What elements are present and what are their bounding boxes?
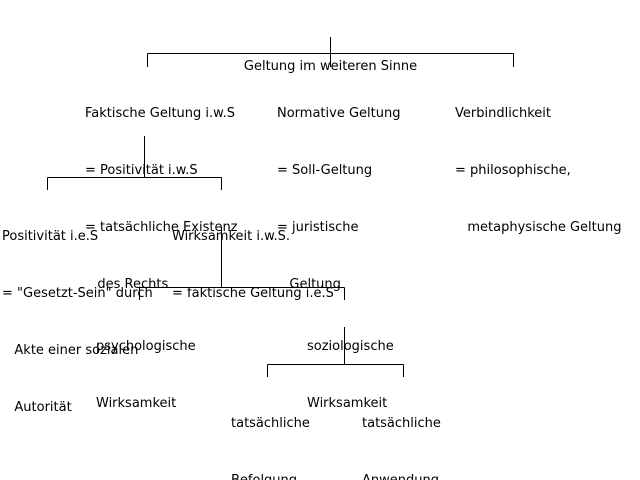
node-line: Wirksamkeit	[96, 396, 177, 411]
node-line: Geltung	[277, 277, 341, 292]
node-faktische-geltung: Faktische Geltung i.w.S = Positivität i.…	[85, 66, 238, 332]
node-line: Geltung im weiteren Sinne	[243, 59, 418, 74]
node-line: Faktische Geltung i.w.S	[85, 106, 235, 121]
node-line: Befolgung	[231, 471, 310, 480]
node-line: = juristische	[277, 220, 359, 235]
node-verbindlichkeit: Verbindlichkeit = philosophische, metaph…	[455, 66, 622, 275]
node-line: = Positivität i.w.S	[85, 163, 198, 178]
node-geltung-im-weiteren-sinne: Geltung im weiteren Sinne	[198, 19, 463, 114]
node-line: soziologische	[307, 339, 394, 354]
node-line: = Soll-Geltung	[277, 163, 373, 178]
node-line: Wirksamkeit	[307, 396, 388, 411]
node-psychologische-wirksamkeit: psychologische Wirksamkeit	[96, 299, 196, 451]
node-line: Verbindlichkeit	[455, 106, 551, 121]
node-line: = philosophische,	[455, 163, 571, 178]
node-soziologische-wirksamkeit: soziologische Wirksamkeit	[307, 299, 394, 451]
node-positivitaet-ies: Positivität i.e.S = "Gesetzt-Sein" durch…	[2, 189, 153, 455]
node-line: Normative Geltung	[277, 106, 401, 121]
node-tatsaechliche-anwendung: tatsächliche Anwendung = faktische Geltu…	[362, 376, 492, 480]
node-line: = "Gesetzt-Sein" durch	[2, 286, 153, 301]
node-line: des Rechts	[85, 277, 169, 292]
node-normative-geltung: Normative Geltung = Soll-Geltung = juris…	[277, 66, 400, 332]
node-line: Autorität	[2, 400, 72, 415]
node-line: = faktische Geltung i.e.S	[172, 286, 334, 301]
node-line: Positivität i.e.S	[2, 229, 99, 244]
node-line: Akte einer sozialen	[2, 343, 139, 358]
node-line: Anwendung	[362, 471, 492, 480]
node-wirksamkeit-iws: Wirksamkeit i.w.S. = faktische Geltung i…	[172, 189, 334, 341]
node-tatsaechliche-befolgung: tatsächliche Befolgung	[231, 376, 310, 480]
node-line: = tatsächliche Existenz	[85, 220, 238, 235]
node-line: psychologische	[96, 339, 196, 354]
node-line: Wirksamkeit i.w.S.	[172, 229, 291, 244]
node-line: metaphysische Geltung	[455, 220, 622, 235]
node-line: tatsächliche	[231, 416, 310, 431]
node-line: tatsächliche	[362, 416, 441, 431]
